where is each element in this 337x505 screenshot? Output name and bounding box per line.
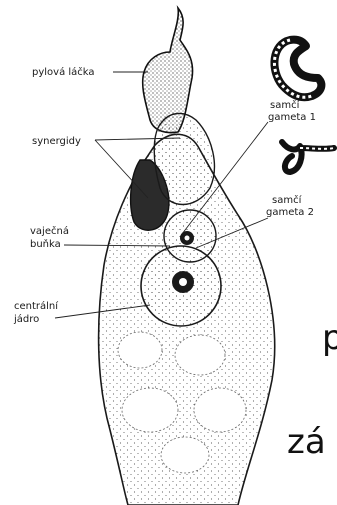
label-vajecna-line1: vaječná bbox=[30, 226, 69, 237]
slide-text-fragment-za: zá bbox=[287, 422, 326, 462]
label-pylova-lacka: pylová láčka bbox=[32, 67, 95, 78]
label-centralni-line2: jádro bbox=[14, 314, 39, 325]
label-samci-gameta-2-line2: gameta 2 bbox=[266, 207, 314, 218]
label-vajecna-line2: buňka bbox=[30, 239, 61, 250]
synergid-right bbox=[154, 113, 214, 204]
egg-nucleolus bbox=[185, 236, 190, 241]
label-samci-gameta-1-line2: gameta 1 bbox=[268, 112, 316, 123]
label-samci-gameta-2-line1: samčí bbox=[272, 195, 301, 206]
label-samci-gameta-1-line1: samčí bbox=[270, 100, 299, 111]
male-gamete-1 bbox=[274, 40, 321, 98]
label-synergidy: synergidy bbox=[32, 136, 81, 147]
male-gamete-2 bbox=[282, 142, 334, 172]
central-nucleolus bbox=[179, 278, 187, 286]
label-centralni-line1: centrální bbox=[14, 301, 58, 312]
slide-text-fragment-p: p bbox=[322, 318, 337, 358]
